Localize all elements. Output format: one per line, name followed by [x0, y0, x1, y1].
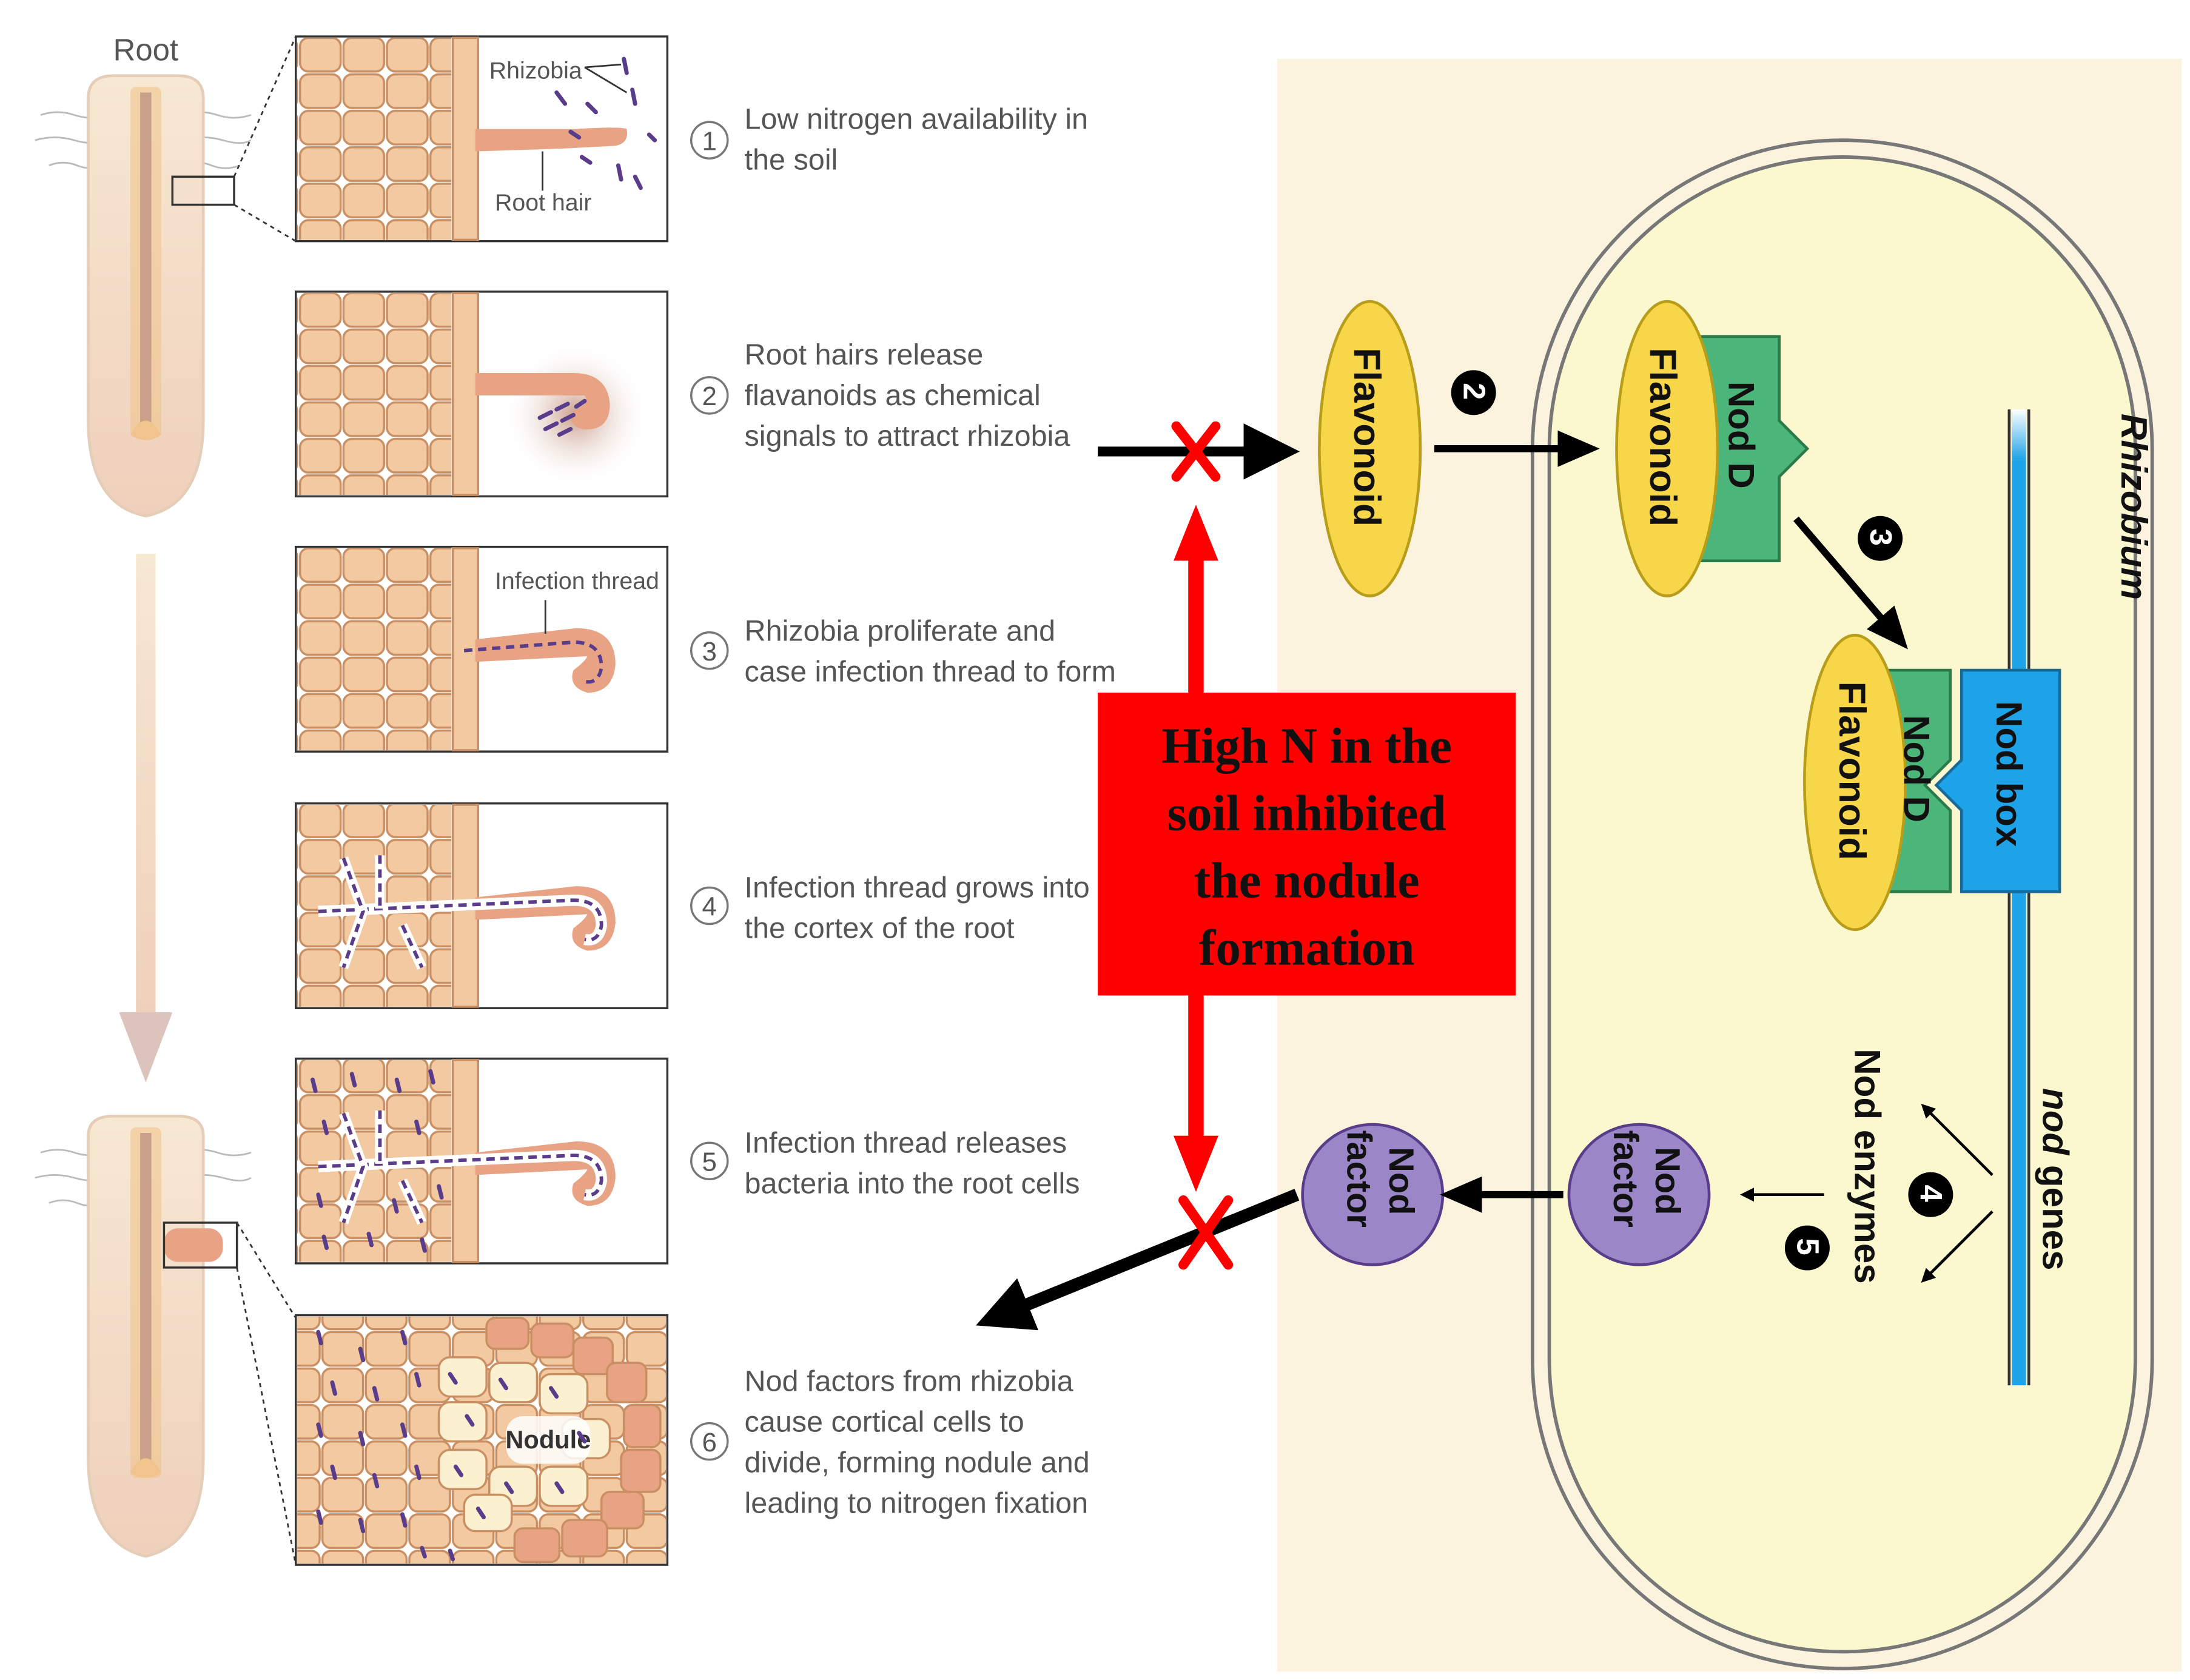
step-marker-3: 3 — [1858, 516, 1903, 561]
step-number-circle — [690, 1141, 729, 1181]
step-text-line: Low nitrogen availability in — [745, 103, 1089, 136]
inhibition-line-1: High N in the — [1161, 719, 1452, 774]
step-text-line: Infection thread grows into — [745, 872, 1090, 904]
nod-factor-inside: Nod factor — [1567, 1123, 1711, 1266]
infection-thread-label: Infection thread — [495, 568, 659, 594]
step-number-circle — [690, 1422, 729, 1461]
panel-1: Rhizobia Root hair — [294, 35, 669, 243]
step-text-line: signals to attract rhizobia — [745, 420, 1070, 452]
dna-strand — [2007, 409, 2030, 1386]
step-number: 1 — [702, 126, 717, 156]
step-6: 6 Nod factors from rhizobia cause cortical… — [690, 1365, 1090, 1520]
flavonoid-outside: Flavonoid — [1318, 300, 1422, 597]
step-text-line: cause cortical cells to — [745, 1405, 1024, 1438]
step-marker-5: 5 — [1784, 1225, 1830, 1271]
root-bottom-illustration — [35, 1114, 297, 1565]
step-4: 4 Infection thread grows into the cortex o… — [690, 872, 1090, 945]
step-number-circle — [690, 631, 729, 670]
svg-text:factor: factor — [1340, 1130, 1379, 1228]
svg-text:factor: factor — [1606, 1130, 1645, 1228]
step-text-line: flavanoids as chemical — [745, 379, 1041, 412]
inhibition-box: High N in the soil inhibited the nodule … — [1098, 693, 1516, 996]
svg-text:Nod: Nod — [1382, 1147, 1420, 1215]
nod-genes-italic: nod — [2035, 1088, 2075, 1155]
panel-6: Nodule — [294, 1314, 669, 1566]
step-number-circle — [690, 376, 729, 415]
nod-genes-rest: genes — [2035, 1155, 2075, 1270]
svg-text:4: 4 — [1914, 1185, 1949, 1203]
step-number: 5 — [702, 1147, 717, 1177]
step-marker-4: 4 — [1908, 1172, 1953, 1217]
svg-text:2: 2 — [1457, 383, 1492, 400]
nod-factor-outside: Nod factor — [1301, 1123, 1445, 1266]
inhibition-line-4: formation — [1199, 921, 1415, 976]
flavonoid-nodd-nodbox-complex: Flavonoid Nod D Nod box — [1802, 633, 2061, 932]
step-text-line: the cortex of the root — [745, 912, 1015, 945]
step-3: 3 Rhizobia proliferate and case infection … — [690, 615, 1116, 688]
step-text-line: case infection thread to form — [745, 656, 1116, 688]
rhizobium-label: Rhizobium — [2114, 414, 2154, 600]
nod-enzymes-label: Nod enzymes — [1847, 1049, 1888, 1283]
nod-genes-label: nod genes — [2035, 1088, 2075, 1271]
flavonoid-label-2: Flavonoid — [1831, 682, 1873, 861]
step-text-line: the soil — [745, 144, 838, 176]
root-label: Root — [113, 32, 178, 67]
nod-enzyme-arrows — [1739, 1103, 1994, 1283]
panel-5 — [294, 1057, 669, 1265]
nod-d-label-2: Nod D — [1896, 715, 1936, 822]
step-text-line: bacteria into the root cells — [745, 1167, 1080, 1200]
nod-box-label: Nod box — [1989, 701, 2029, 847]
svg-text:Nod: Nod — [1648, 1147, 1687, 1215]
panel-2 — [294, 291, 669, 498]
step-text-line: Nod factors from rhizobia — [745, 1365, 1073, 1397]
step-number: 2 — [702, 381, 717, 411]
step-list: 1 Low nitrogen availability in the soil 2 Ro… — [690, 103, 1116, 1520]
panel-3: Infection thread — [294, 545, 669, 753]
step-text-line: Rhizobia proliferate and — [745, 615, 1056, 648]
step-text-line: leading to nitrogen fixation — [745, 1487, 1089, 1520]
step-number: 3 — [702, 637, 717, 667]
inhibition-line-3: the nodule — [1194, 853, 1419, 909]
root-hair-label: Root hair — [495, 189, 591, 216]
step-5: 5 Infection thread releases bacteria into … — [690, 1126, 1080, 1200]
nodule-label: Nodule — [505, 1425, 591, 1454]
inhibition-x-mark-bottom — [1178, 1195, 1234, 1270]
step-number-circle — [690, 886, 729, 926]
svg-text:3: 3 — [1864, 529, 1898, 546]
step-text-line: Root hairs release — [745, 338, 984, 371]
inhibition-line-2: soil inhibited — [1167, 786, 1446, 842]
step-number-circle — [690, 121, 729, 160]
step-marker-2: 2 — [1451, 370, 1496, 415]
step-1: 1 Low nitrogen availability in the soil — [690, 103, 1089, 176]
rhizobia-label: Rhizobia — [489, 57, 582, 84]
root-top-illustration — [35, 36, 297, 518]
nod-d-label-1: Nod D — [1721, 381, 1761, 489]
flavonoid-nodd-complex-1: Flavonoid Nod D — [1615, 300, 1810, 597]
root-down-arrow — [119, 554, 173, 1083]
step-2: 2 Root hairs release flavanoids as chemica… — [690, 338, 1070, 452]
step-text-line: Infection thread releases — [745, 1126, 1067, 1159]
step-text-line: divide, forming nodule and — [745, 1446, 1090, 1479]
svg-text:5: 5 — [1791, 1238, 1826, 1255]
inhibition-x-mark-top — [1171, 421, 1221, 482]
flavonoid-label-1: Flavonoid — [1642, 348, 1684, 526]
step-number: 6 — [702, 1428, 717, 1457]
step-number: 4 — [702, 892, 717, 922]
svg-text:Flavonoid: Flavonoid — [1346, 348, 1388, 526]
pathway-arrows — [976, 423, 1908, 1331]
panel-4 — [294, 802, 669, 1009]
